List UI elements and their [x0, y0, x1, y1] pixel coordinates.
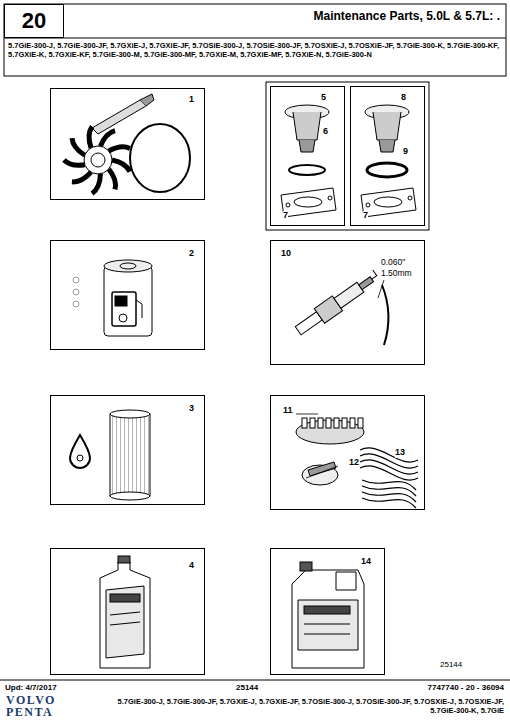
callout-number: 8	[401, 93, 406, 103]
callout-number: 2	[189, 249, 194, 259]
ignition-parts	[296, 414, 418, 508]
callout-number: 7	[363, 211, 368, 221]
callout-number: 11	[283, 406, 293, 416]
update-date: Upd: 4/7/2017	[5, 683, 57, 693]
cap-post	[302, 418, 307, 428]
cap-post	[310, 418, 315, 428]
parts-panel: 11 12 13	[270, 395, 425, 510]
coolant-jug	[292, 562, 364, 668]
page-number: 20	[22, 9, 46, 33]
leader-line	[378, 280, 384, 298]
spark-plug	[293, 268, 382, 338]
callout-number: 4	[189, 561, 194, 571]
brand-logo: VOLVO	[6, 694, 56, 706]
dimension: 0.060"	[381, 258, 405, 267]
parts-panel: 3	[50, 395, 205, 505]
cap-post	[334, 418, 339, 428]
document-number: 7747740 - 20 - 36094	[427, 683, 504, 693]
page-title: Maintenance Parts, 5.0L & 5.7L: .	[313, 9, 500, 23]
model-list: 5.7GiE-300-J, 5.7GiE-300-JF, 5.7GXiE-J, …	[104, 697, 504, 715]
impeller-vane	[89, 127, 92, 148]
oil-bottle	[100, 556, 150, 668]
fuel-filter	[73, 260, 152, 336]
parts-panel: 10 0.060" 1.50mm	[270, 240, 425, 365]
figure-number: 25144	[440, 660, 462, 670]
parts-panel: 5 6 7	[270, 86, 345, 226]
parts-panel: 1	[50, 88, 205, 200]
impeller-vane	[64, 160, 85, 165]
impeller-vane	[112, 160, 130, 172]
oil-filter	[70, 410, 150, 500]
cap-post	[318, 418, 323, 428]
feeler-gauge	[382, 285, 388, 345]
thermostat	[281, 105, 336, 217]
impeller-vane	[72, 172, 91, 182]
cap-post	[358, 418, 363, 428]
impeller-kit	[64, 94, 190, 193]
thermostat	[361, 105, 416, 217]
parts-panel: 14	[270, 548, 385, 675]
callout-number: 3	[189, 404, 194, 414]
callout-number: 5	[321, 93, 326, 103]
brand-logo: PENTA	[6, 706, 53, 718]
callout-number: 6	[323, 127, 328, 137]
page-number-box: 20	[4, 4, 64, 38]
callout-number: 1	[189, 95, 194, 105]
header-rule	[4, 38, 506, 39]
impeller-vane	[72, 138, 85, 155]
dimension: 1.50mm	[381, 269, 412, 278]
cap-post	[342, 418, 347, 428]
parts-panel: 4	[50, 548, 205, 675]
callout-number: 7	[283, 211, 288, 221]
impeller-vane	[100, 131, 115, 147]
panel-frame	[266, 82, 429, 230]
figure-number: 25144	[236, 683, 258, 693]
parts-panel: 2	[50, 240, 205, 350]
cap-post	[326, 418, 331, 428]
callout-number: 9	[403, 147, 408, 157]
callout-number: 12	[349, 458, 359, 468]
ignition-wire	[360, 466, 418, 508]
impeller-vane	[92, 174, 100, 194]
callout-number: 13	[395, 448, 405, 458]
callout-number: 10	[281, 249, 291, 259]
header-frame	[4, 4, 506, 76]
model-list: 5.7GiE-300-J, 5.7GiE-300-JF, 5.7GXiE-J, …	[8, 41, 502, 59]
impeller-vane	[109, 147, 130, 151]
impeller-vane	[109, 169, 116, 189]
cap-post	[350, 418, 355, 428]
parts-panel: 8 9 7	[350, 86, 425, 226]
callout-number: 14	[361, 557, 371, 567]
footer-rule	[0, 680, 510, 681]
